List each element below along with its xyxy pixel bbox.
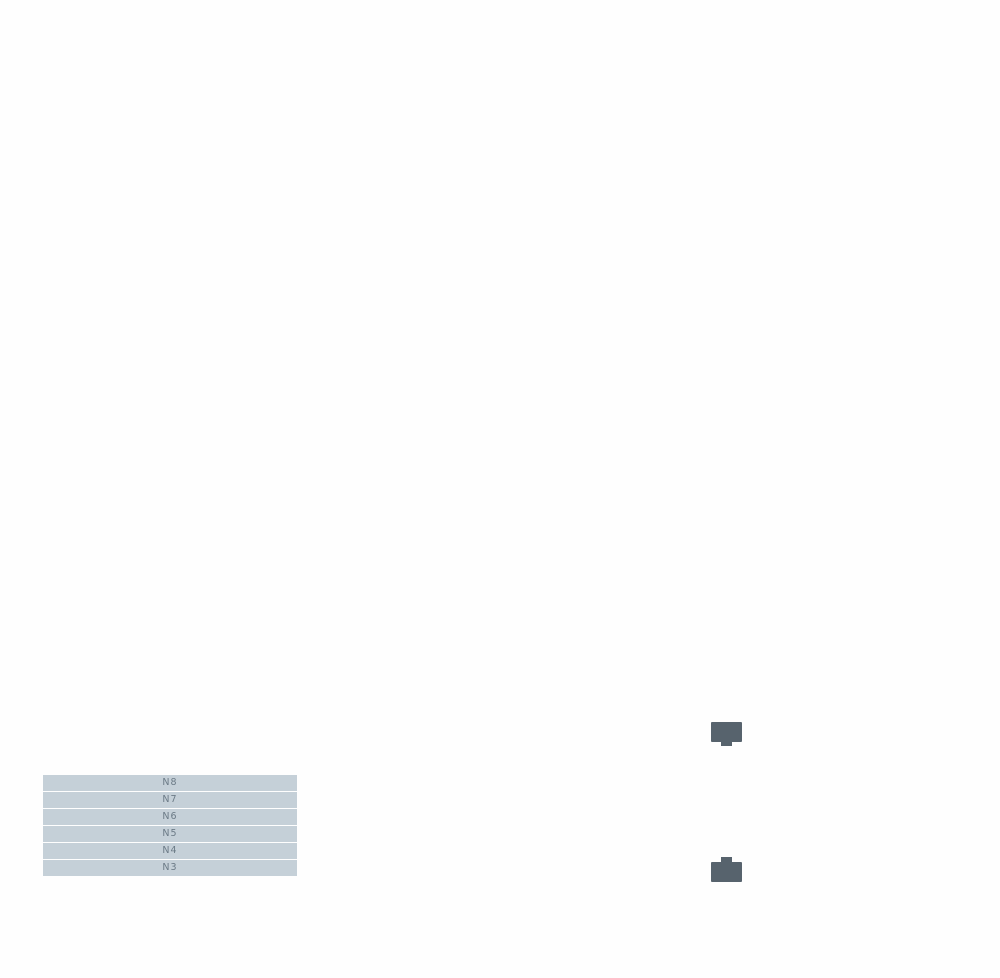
icon-body [711, 722, 742, 742]
tab-top-box-icon[interactable] [711, 857, 742, 883]
level-item-n8[interactable]: N8 [43, 775, 297, 791]
level-item-n6[interactable]: N6 [43, 809, 297, 825]
icon-tab [721, 742, 732, 746]
icon-tab [721, 857, 732, 862]
level-item-n5[interactable]: N5 [43, 826, 297, 842]
level-item-n3[interactable]: N3 [43, 860, 297, 876]
level-list: N8 N7 N6 N5 N4 N3 [43, 775, 297, 876]
tab-bottom-box-icon[interactable] [711, 722, 742, 747]
level-item-n4[interactable]: N4 [43, 843, 297, 859]
icon-body [711, 862, 742, 882]
level-item-n7[interactable]: N7 [43, 792, 297, 808]
